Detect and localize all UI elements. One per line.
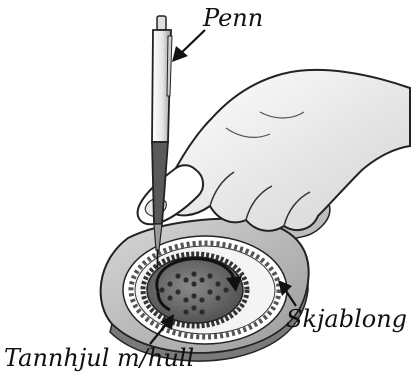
pen-callout-arrow xyxy=(172,30,205,62)
pen-clip xyxy=(167,36,172,96)
hand xyxy=(166,70,410,231)
gear-label: Tannhjul m/hull xyxy=(4,344,194,372)
pen-clicker xyxy=(157,16,166,30)
thumb xyxy=(138,165,203,224)
stencil-label: Skjablong xyxy=(286,305,407,333)
pen-label: Penn xyxy=(203,4,263,32)
